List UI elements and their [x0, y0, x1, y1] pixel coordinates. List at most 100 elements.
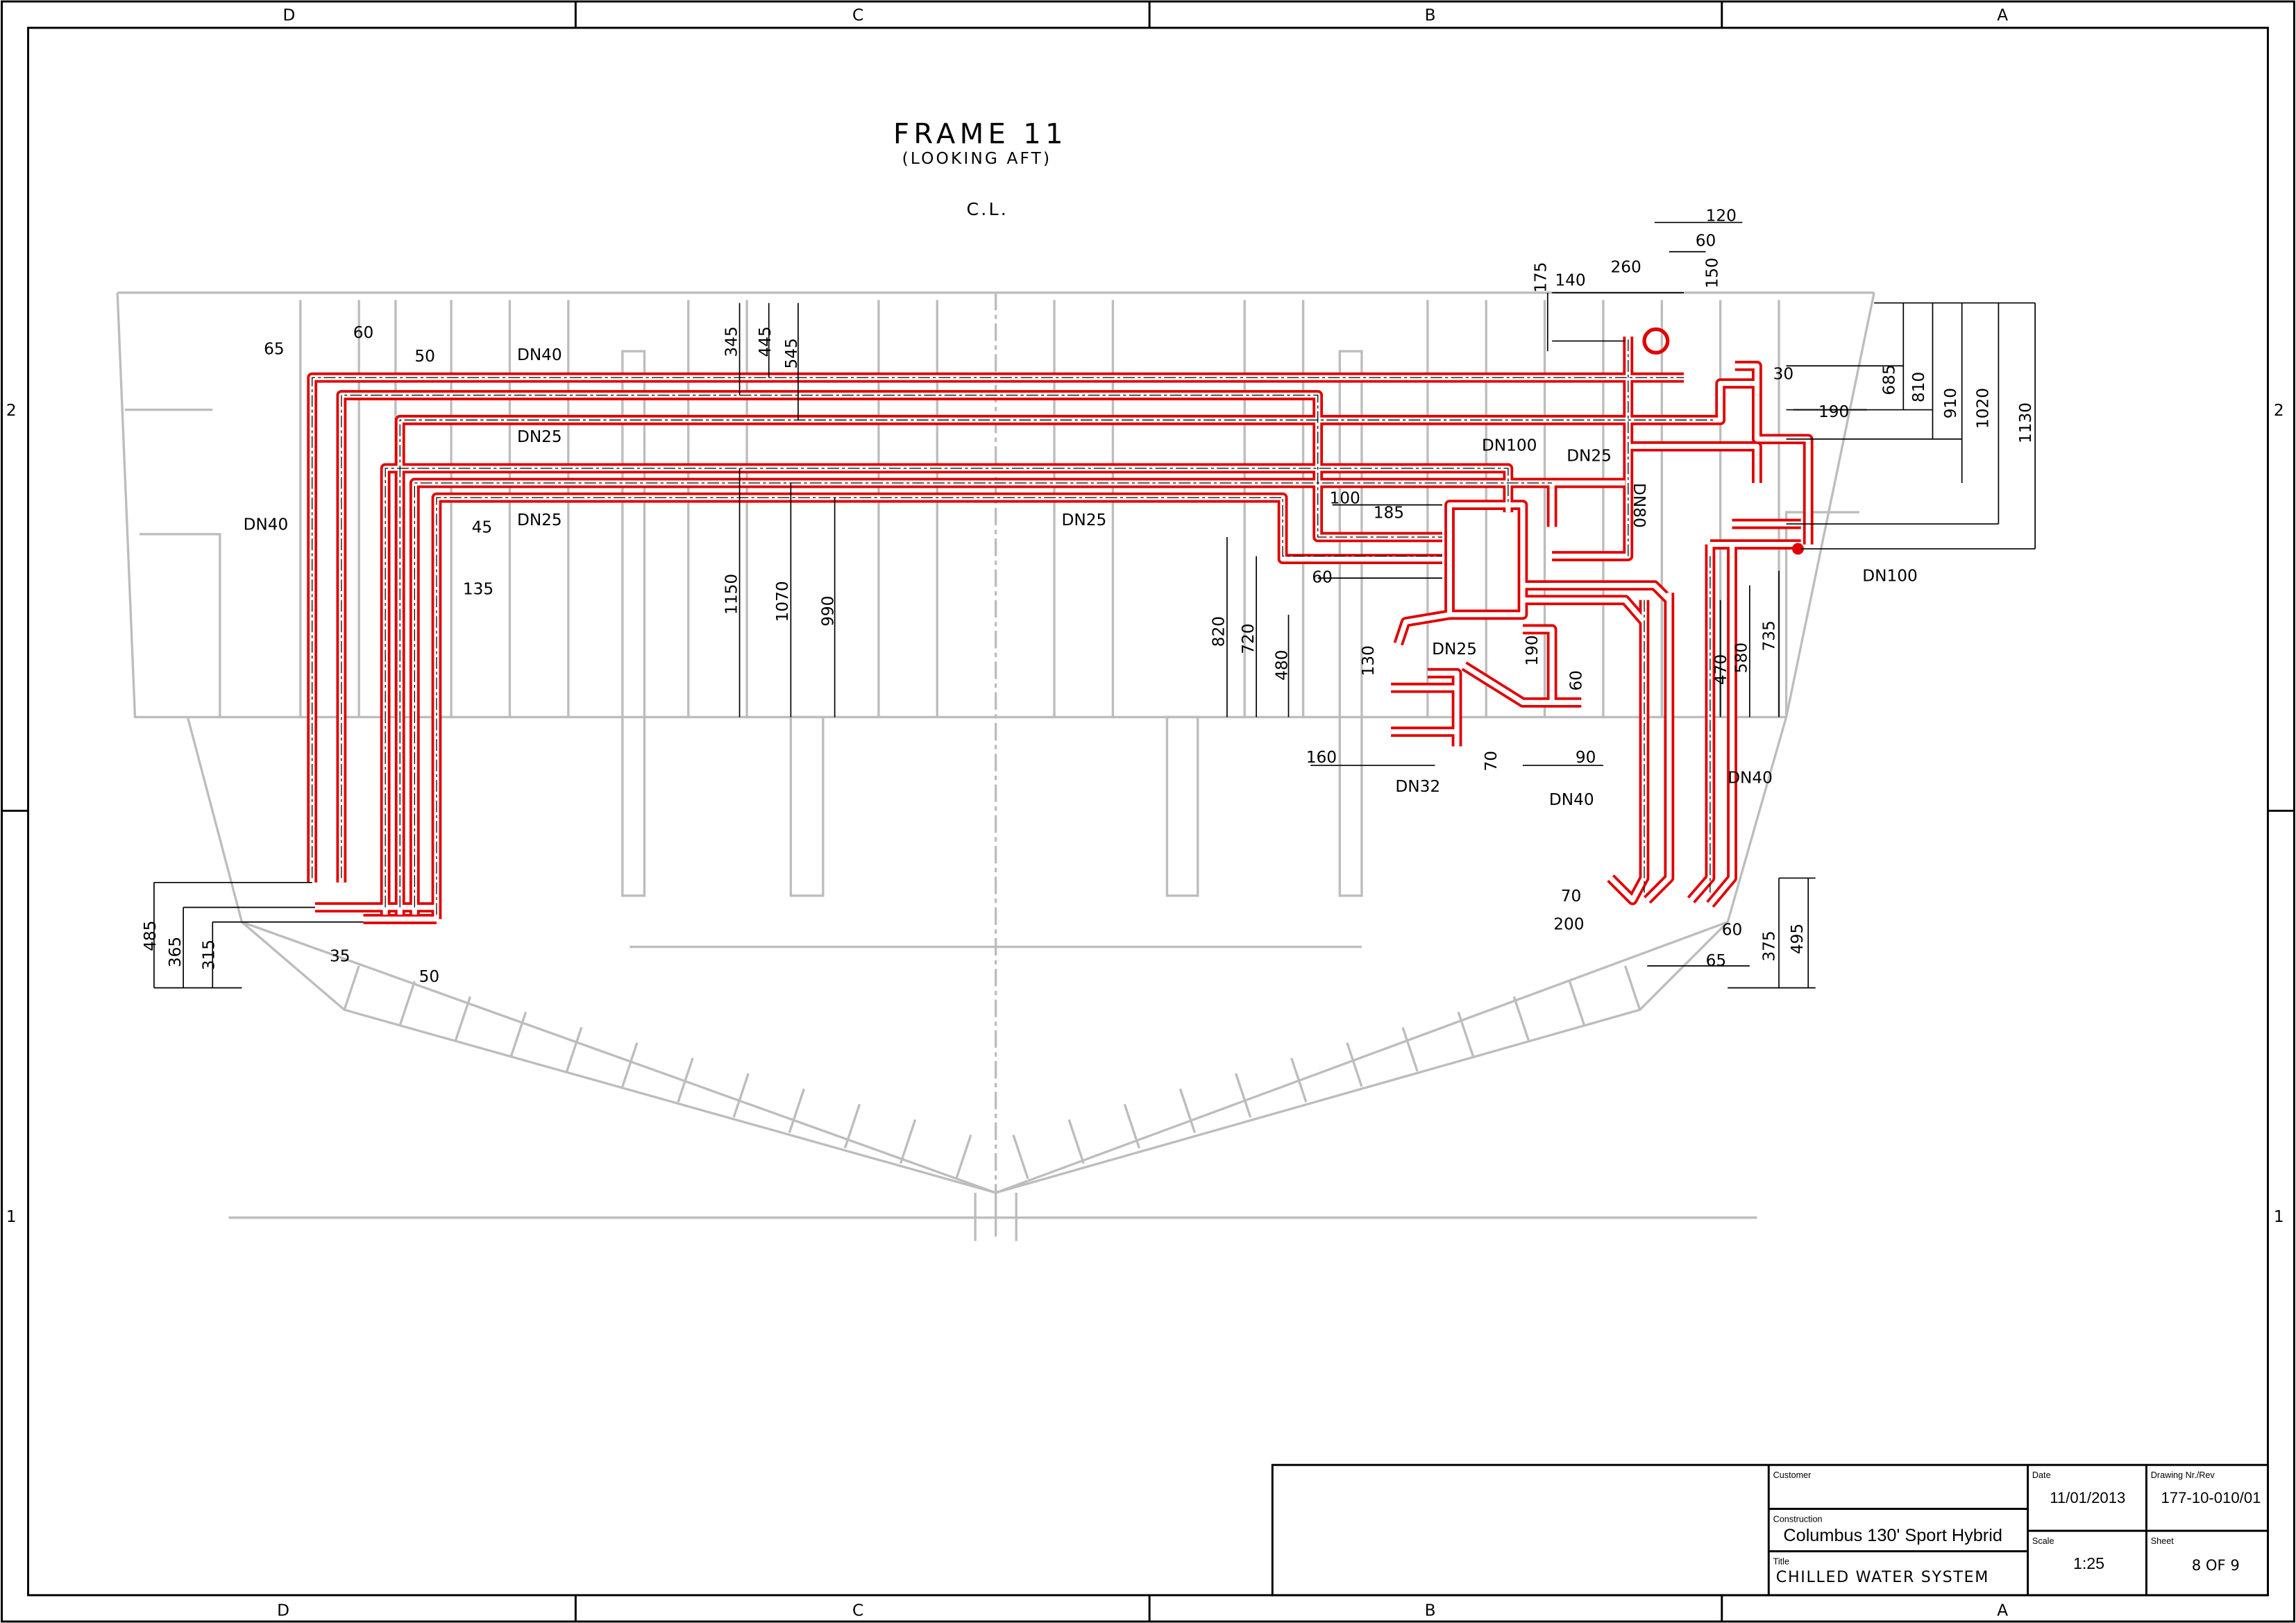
customer-label: Customer — [1773, 1470, 1812, 1480]
pipe-run-inner — [1734, 363, 1787, 442]
pipe-run-inner — [412, 480, 1555, 915]
dimension-label: 65 — [264, 339, 285, 358]
dimension-label: 185 — [1374, 504, 1404, 522]
dimension-label: 485 — [141, 921, 160, 951]
pipe-section-dot — [1792, 543, 1804, 555]
chilled-water-piping — [307, 327, 1814, 924]
floor-plate — [1512, 996, 1530, 1042]
date-label: Date — [2032, 1470, 2051, 1480]
floor-plate — [732, 1073, 750, 1118]
dimension-label: 685 — [1880, 364, 1899, 395]
floor-plate — [1290, 1057, 1308, 1103]
dimension-label: 175 — [1532, 262, 1551, 293]
pipe-run-inner — [1522, 597, 1646, 624]
col-label-top-a: A — [1997, 6, 2008, 25]
pipe-size-label: DN25 — [1432, 640, 1477, 658]
dimension-label: 445 — [756, 326, 775, 357]
floor-plate — [343, 965, 360, 1010]
pipe-run-inner — [1522, 627, 1555, 703]
floor-plate — [1346, 1042, 1363, 1087]
floor-plate — [1234, 1073, 1252, 1118]
dimension-label: 50 — [419, 967, 440, 986]
hull-structure — [116, 291, 1875, 1241]
pipe-run-inner — [434, 495, 1442, 919]
pipe-run — [1607, 600, 1650, 906]
pipe-size-label: DN40 — [244, 515, 289, 534]
dimension-label: 820 — [1210, 616, 1229, 647]
floor-plate — [398, 980, 416, 1026]
floor-plate — [1568, 980, 1586, 1026]
pipe-run-inner — [1427, 670, 1460, 747]
drawing-number-label: Drawing Nr./Rev — [2151, 1470, 2215, 1480]
pipe-size-label: DN80 — [1630, 483, 1648, 528]
pipe-run-inner — [1391, 685, 1458, 735]
col-label-bottom-c: C — [852, 1601, 863, 1620]
scale-value: 1:25 — [2073, 1554, 2104, 1572]
dimension-label: 375 — [1760, 931, 1779, 961]
pipe-size-label: DN25 — [517, 511, 562, 529]
pipe-size-label: DN25 — [517, 427, 562, 446]
floor-plate — [677, 1057, 694, 1103]
floor-plate — [1623, 965, 1641, 1010]
dimension-label: 60 — [1567, 670, 1585, 691]
pipe-run-inner — [1446, 502, 1526, 618]
dimension-label: 60 — [1722, 921, 1743, 940]
pipe-run — [1687, 544, 1716, 903]
pipe-run-inner — [1396, 612, 1451, 645]
title-label: Title — [1773, 1557, 1789, 1567]
drawing-number-value: 177-10-010/01 — [2161, 1489, 2261, 1506]
row-label-left-2: 2 — [6, 401, 17, 420]
dimension-label: 990 — [819, 595, 838, 626]
dimension-label: 65 — [1706, 951, 1727, 970]
floor-plate — [1012, 1135, 1029, 1180]
dimension-label: 1150 — [722, 574, 741, 615]
title-value: CHILLED WATER SYSTEM — [1776, 1568, 1989, 1586]
drawing-subtitle: (LOOKING AFT) — [902, 149, 1052, 168]
col-label-top-c: C — [852, 6, 863, 25]
pipe-centerlines — [312, 339, 1714, 915]
floor-plate — [843, 1103, 861, 1149]
dimension-label: 365 — [166, 937, 185, 967]
construction-label: Construction — [1773, 1514, 1823, 1524]
pipe-size-label: DN40 — [517, 346, 562, 364]
dimension-label: 70 — [1482, 751, 1501, 772]
dimension-label: 35 — [330, 947, 351, 966]
pipe-run — [1628, 441, 1762, 484]
dimension-label: 30 — [1773, 364, 1794, 383]
construction-value: Columbus 130' Sport Hybrid — [1783, 1526, 2002, 1545]
row-label-right-2: 2 — [2274, 401, 2284, 420]
centerline-label: C.L. — [966, 199, 1008, 219]
dimension-lines — [153, 221, 2036, 989]
pipe-run-inner — [1628, 443, 1759, 484]
dimension-label: 60 — [1696, 231, 1716, 250]
dimension-label: 140 — [1555, 271, 1585, 289]
floor-plate — [1457, 1011, 1474, 1057]
dimension-label: 190 — [1818, 402, 1849, 421]
pipe-size-label: DN100 — [1482, 436, 1537, 455]
scale-label: Scale — [2032, 1536, 2054, 1546]
pipe-section-circle — [1642, 327, 1670, 355]
pipe-run-inner — [1645, 593, 1672, 902]
pipe-size-label: DN40 — [1549, 790, 1594, 809]
dimension-label: 150 — [1703, 257, 1721, 288]
dimension-label: 470 — [1712, 654, 1730, 685]
dimension-label: 60 — [1312, 568, 1333, 586]
drawing-title: FRAME 11 — [893, 119, 1067, 151]
dimension-label: 120 — [1706, 206, 1737, 225]
pipe-run-inner — [1522, 583, 1671, 602]
dimension-label: 135 — [463, 579, 493, 598]
floor-plate — [1067, 1119, 1085, 1164]
title-block: Customer Construction Columbus 130' Spor… — [1271, 1463, 2269, 1597]
row-label-right-1: 1 — [2274, 1207, 2284, 1226]
dimension-label: 720 — [1239, 624, 1258, 654]
pipe-run-inner — [310, 375, 1684, 883]
col-label-top-d: D — [283, 6, 296, 25]
dimension-label: 100 — [1330, 489, 1360, 508]
dimension-label: 545 — [782, 338, 801, 368]
dimension-label: 480 — [1272, 649, 1291, 680]
dimension-label: 735 — [1760, 620, 1779, 651]
pipe-run — [409, 477, 1558, 915]
dimension-label: 260 — [1610, 257, 1641, 276]
